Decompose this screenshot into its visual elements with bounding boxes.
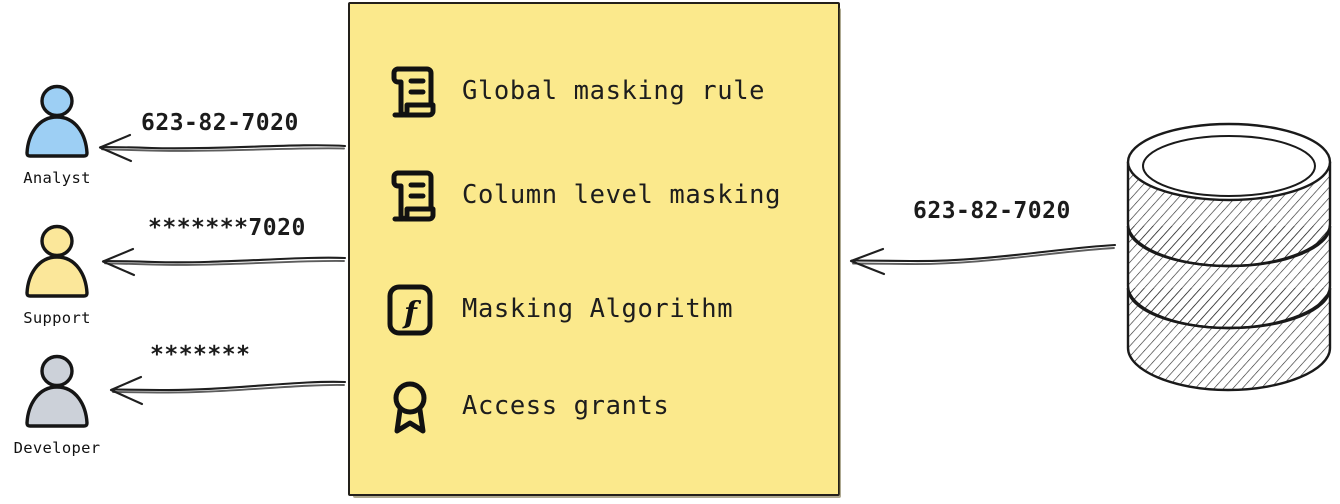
medal-icon bbox=[393, 381, 427, 434]
flow-label-analyst: 623-82-7020 bbox=[141, 110, 299, 136]
arrow-card-to-analyst bbox=[98, 133, 347, 163]
user-icon bbox=[25, 84, 89, 158]
policy-item-label: Column level masking bbox=[462, 180, 782, 211]
flow-label-developer: ******* bbox=[150, 342, 251, 368]
policy-item-label: Access grants bbox=[462, 391, 670, 422]
policy-item-label: Global masking rule bbox=[462, 76, 766, 107]
policy-item-masking-algorithm[interactable]: f Masking Algorithm bbox=[384, 282, 824, 338]
scroll-icon bbox=[391, 66, 436, 118]
scroll-icon bbox=[391, 170, 436, 222]
actor-developer[interactable]: Developer bbox=[2, 348, 112, 457]
svg-text:f: f bbox=[402, 296, 422, 331]
actor-support[interactable]: Support bbox=[2, 218, 112, 327]
arrow-database-to-card bbox=[849, 243, 1117, 276]
flow-label-support: *******7020 bbox=[148, 215, 306, 241]
actor-analyst[interactable]: Analyst bbox=[2, 78, 112, 187]
arrow-card-to-developer bbox=[109, 375, 347, 406]
policy-item-access-grants[interactable]: Access grants bbox=[384, 379, 824, 435]
policy-card: Global masking rule Column level masking… bbox=[348, 2, 841, 498]
arrow-card-to-support bbox=[101, 247, 347, 277]
actor-label: Developer bbox=[13, 439, 101, 457]
flow-label-database: 623-82-7020 bbox=[913, 198, 1071, 224]
policy-item-label: Masking Algorithm bbox=[462, 294, 734, 325]
database-cylinder-icon[interactable] bbox=[1118, 118, 1340, 402]
function-icon: f bbox=[387, 284, 433, 336]
policy-item-global-masking-rule[interactable]: Global masking rule bbox=[384, 64, 824, 120]
user-icon bbox=[25, 224, 89, 298]
user-icon bbox=[25, 354, 89, 428]
actor-label: Support bbox=[23, 309, 91, 327]
policy-item-column-level-masking[interactable]: Column level masking bbox=[384, 168, 824, 224]
actor-label: Analyst bbox=[23, 169, 91, 187]
